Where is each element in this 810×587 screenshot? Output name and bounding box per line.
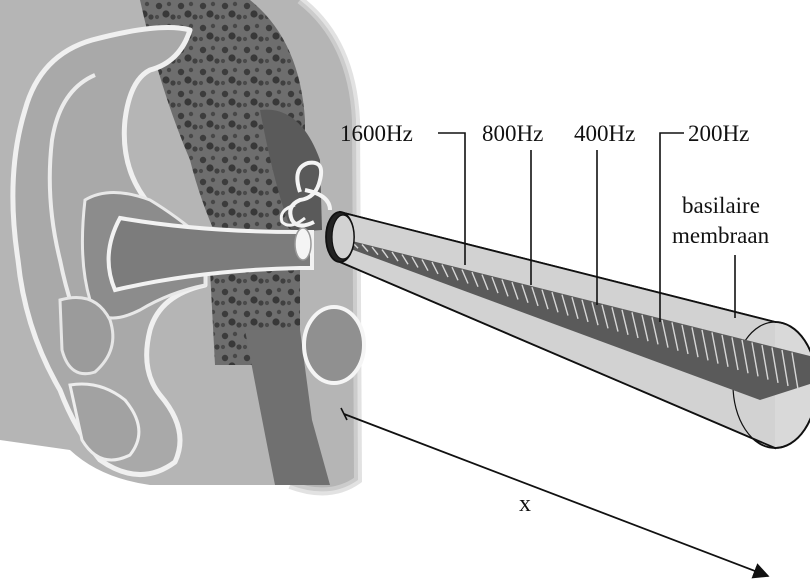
x-axis-arrow xyxy=(344,414,768,576)
tube-opening-rim xyxy=(332,215,354,259)
x-axis: x xyxy=(341,408,768,576)
x-axis-label: x xyxy=(519,491,531,517)
cochlea-round xyxy=(304,307,364,383)
label-200hz: 200Hz xyxy=(688,121,749,146)
label-400hz: 400Hz xyxy=(574,121,635,146)
label-membraan: membraan xyxy=(672,223,770,248)
label-basilaire: basilaire xyxy=(682,193,760,218)
label-800hz: 800Hz xyxy=(482,121,543,146)
eardrum xyxy=(295,228,311,260)
label-1600hz: 1600Hz xyxy=(340,121,413,146)
